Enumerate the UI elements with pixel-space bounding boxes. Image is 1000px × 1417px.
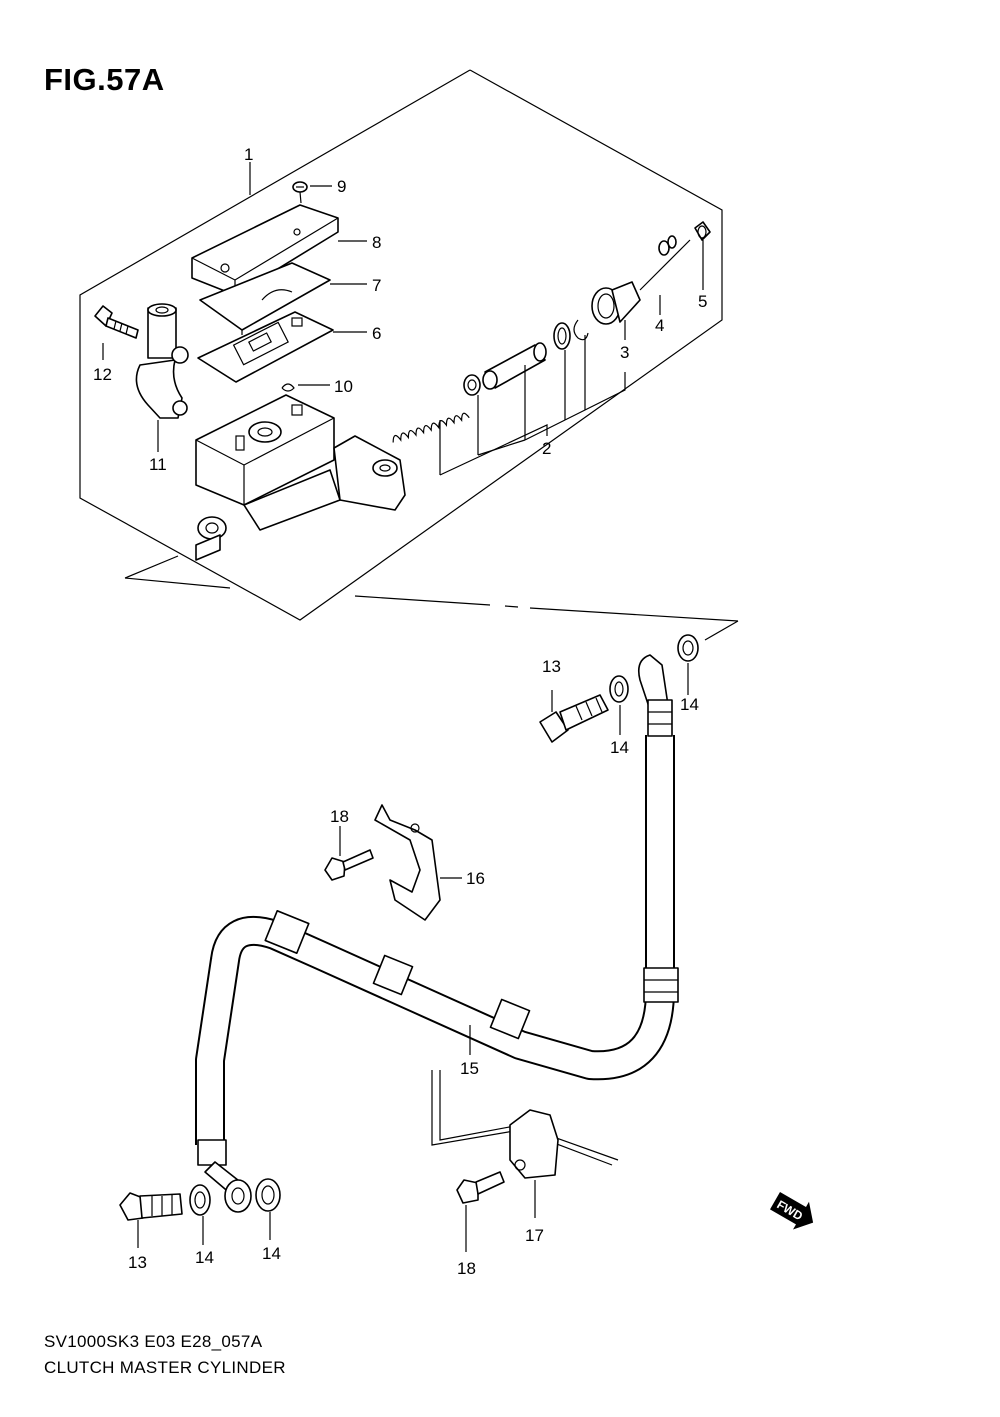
nut-part-5 xyxy=(694,221,711,241)
callout-4: 4 xyxy=(655,316,664,335)
callout-3: 3 xyxy=(620,343,629,362)
figure-code: SV1000SK3 E03 E28_057A xyxy=(44,1332,263,1351)
callout-15: 15 xyxy=(460,1059,479,1078)
callout-5: 5 xyxy=(698,292,707,311)
callout-7: 7 xyxy=(372,276,381,295)
banjo-bolt-part-13-upper xyxy=(539,690,609,743)
callout-2: 2 xyxy=(542,439,551,458)
callout-labels: 1 2 3 4 5 6 7 8 9 10 11 12 13 14 14 15 1… xyxy=(93,145,707,1278)
bolt-part-12 xyxy=(94,305,139,339)
washer-part-14-lower-b xyxy=(255,1178,281,1240)
callout-13-lower: 13 xyxy=(128,1253,147,1272)
clip-part-10 xyxy=(281,383,295,392)
callout-16: 16 xyxy=(466,869,485,888)
bolt-part-18-upper xyxy=(324,826,374,881)
forward-direction-icon: FWD xyxy=(770,1192,814,1230)
callout-18-upper: 18 xyxy=(330,807,349,826)
bolt-part-18-lower xyxy=(456,1171,505,1252)
callout-13-upper: 13 xyxy=(542,657,561,676)
screw-part-9 xyxy=(292,181,308,204)
clamp-part-17 xyxy=(431,1070,619,1218)
figure-title: FIG.57A xyxy=(44,62,165,97)
callout-14-lower-a: 14 xyxy=(195,1248,214,1267)
washer-part-14-upper-a xyxy=(609,675,629,735)
assembly-outline xyxy=(79,69,739,641)
callout-6: 6 xyxy=(372,324,381,343)
banjo-bolt-part-13-lower xyxy=(119,1192,183,1248)
push-rod-part-4 xyxy=(639,235,691,291)
callout-11: 11 xyxy=(149,455,167,474)
leader-lines-top xyxy=(102,162,704,476)
callout-18-lower: 18 xyxy=(457,1259,476,1278)
callout-10: 10 xyxy=(334,377,353,396)
clutch-hose-part-15 xyxy=(195,654,679,1213)
diaphragm-part-6 xyxy=(197,311,334,383)
callout-17: 17 xyxy=(525,1226,544,1245)
bracket-part-16 xyxy=(374,804,462,921)
callout-14-upper-a: 14 xyxy=(610,738,629,757)
washer-part-14-upper-b xyxy=(677,634,699,695)
piston-set-part-2 xyxy=(392,322,571,443)
callout-9: 9 xyxy=(337,177,346,196)
callout-14-upper-b: 14 xyxy=(680,695,699,714)
callout-8: 8 xyxy=(372,233,381,252)
boot-part-3 xyxy=(573,281,641,341)
washer-part-14-lower-a xyxy=(189,1184,211,1245)
clamp-part-11 xyxy=(135,303,189,419)
figure-name: CLUTCH MASTER CYLINDER xyxy=(44,1358,286,1377)
diaphragm-plate-part-7 xyxy=(199,262,331,335)
callout-14-lower-b: 14 xyxy=(262,1244,281,1263)
callout-1: 1 xyxy=(244,145,253,164)
master-cylinder-body-part-1 xyxy=(195,394,406,561)
callout-12: 12 xyxy=(93,365,112,384)
